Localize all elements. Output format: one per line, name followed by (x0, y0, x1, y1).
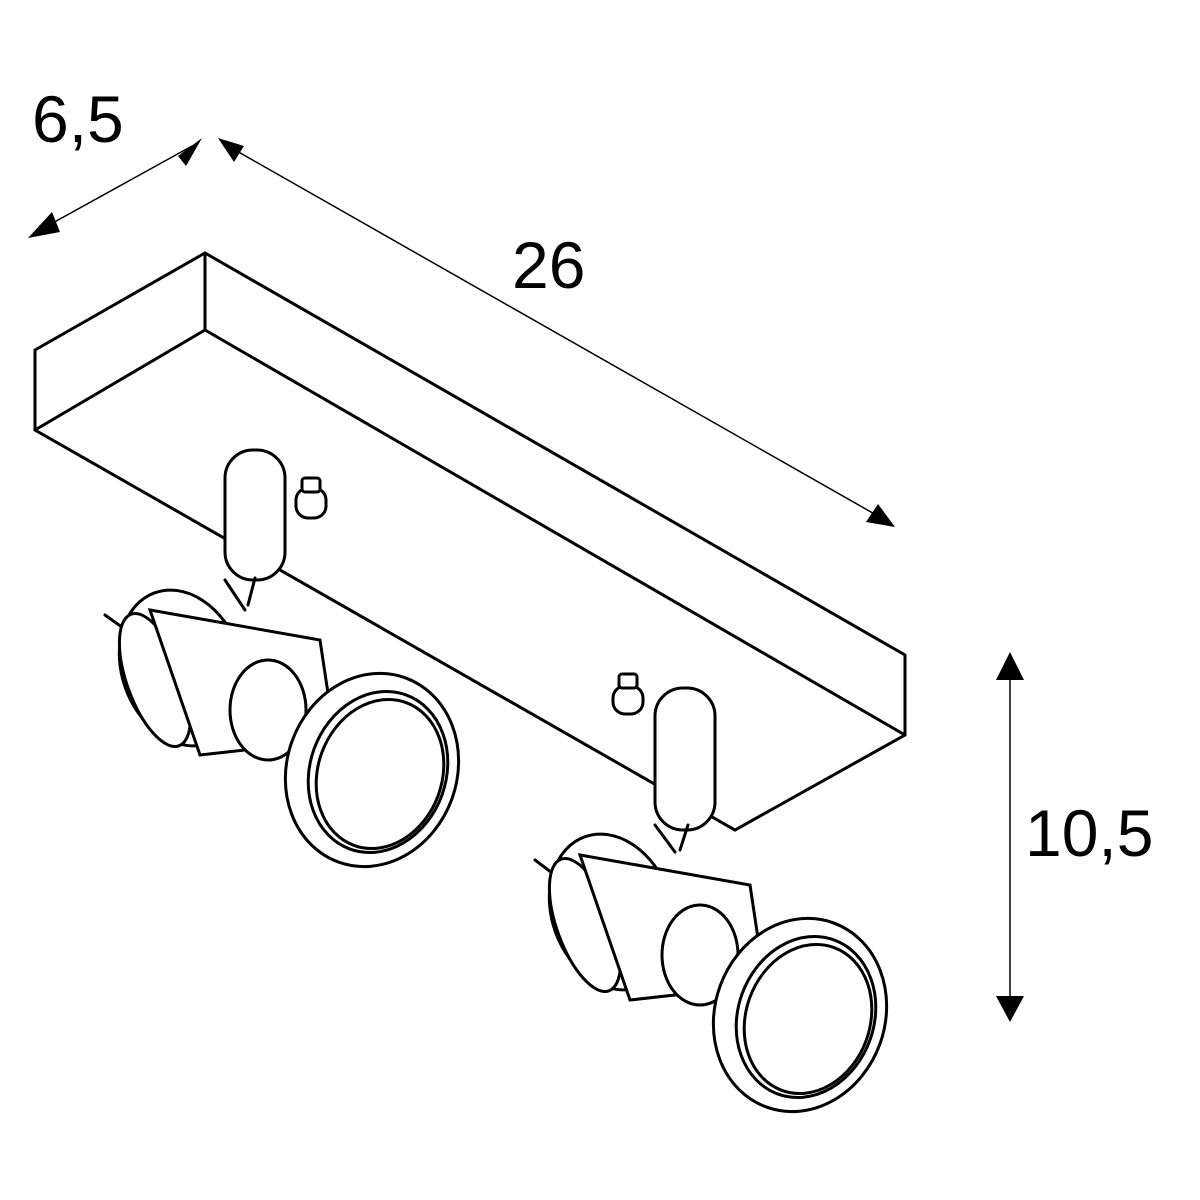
depth-label: 6,5 (32, 82, 124, 156)
spotlight-2 (533, 686, 889, 1114)
dimension-height-line (996, 652, 1024, 1022)
adjust-screw-1 (294, 476, 328, 520)
mounting-base-box (33, 251, 907, 832)
dimension-length-line (218, 138, 895, 527)
dimension-depth-line (28, 138, 202, 238)
adjust-screw-2 (611, 672, 645, 716)
length-label: 26 (512, 228, 586, 302)
height-label: 10,5 (1025, 796, 1154, 870)
spotlight-1 (103, 448, 461, 869)
